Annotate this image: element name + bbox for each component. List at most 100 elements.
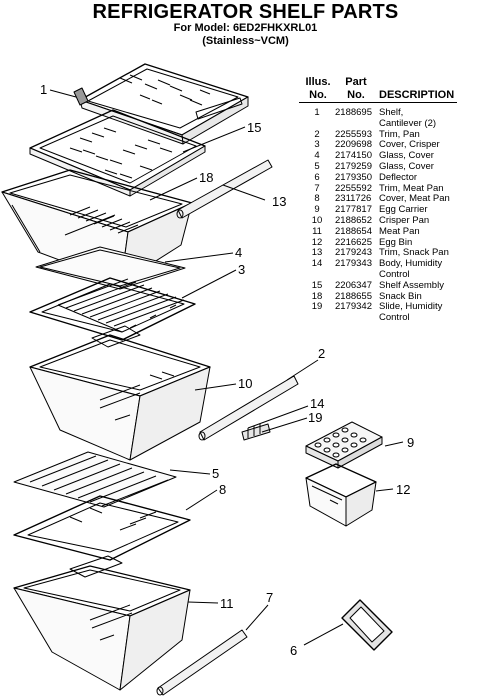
callout-label: 2 — [318, 346, 325, 361]
illus-number: 6 — [314, 171, 320, 183]
callout-label: 1 — [40, 82, 47, 97]
callout-label: 9 — [407, 435, 414, 450]
part-number: 2179343 — [335, 258, 372, 270]
parts-row: 13 2179243 Trim, Snack Pan — [299, 248, 489, 259]
callout-label: 6 — [290, 643, 297, 658]
crisper-cover — [29, 277, 196, 341]
column-header-description: DESCRIPTION — [379, 89, 455, 101]
illus-number: 2 — [314, 128, 320, 140]
illus-number: 12 — [311, 236, 323, 248]
part-number: 2216625 — [335, 236, 372, 248]
part-description: Slide, Humidity Control — [379, 301, 443, 324]
snack-pan-trim — [176, 159, 273, 219]
part-number: 2255593 — [335, 128, 372, 140]
callout-label: 8 — [219, 482, 226, 497]
parts-row: 6 2179350 Deflector — [299, 171, 489, 184]
parts-row: 15 2206347 Shelf Assembly — [299, 279, 489, 292]
part-description: Cover, Crisper — [379, 139, 440, 151]
illus-number: 19 — [311, 301, 323, 313]
egg-carrier — [305, 421, 383, 469]
meat-pan — [13, 555, 191, 691]
column-header-part: Part No. — [345, 76, 367, 101]
part-description: Egg Bin — [379, 236, 413, 248]
callout-label: 15 — [247, 120, 261, 135]
part-number: 2209698 — [335, 139, 372, 151]
part-description: Glass, Cover — [379, 150, 434, 162]
parts-row: 18 2188655 Snack Bin — [299, 290, 489, 303]
parts-row: 1 2188695 Shelf, Cantilever (2) — [299, 107, 489, 130]
parts-row: 14 2179343 Body, Humidity Control — [299, 258, 489, 281]
illus-number: 15 — [311, 279, 323, 291]
part-description: Glass, Cover — [379, 160, 434, 172]
callout-numbers: 1 15 18 13 4 3 2 10 14 19 9 12 5 8 11 7 … — [40, 82, 414, 658]
illus-number: 14 — [311, 258, 323, 270]
illus-number: 11 — [312, 225, 322, 237]
part-description: Shelf Assembly — [379, 279, 444, 291]
part-description: Deflector — [379, 171, 418, 183]
part-number: 2179243 — [335, 247, 372, 259]
illus-number: 4 — [314, 150, 320, 162]
variant-line: (Stainless~VCM) — [202, 35, 289, 47]
callout-label: 3 — [238, 262, 245, 277]
part-number: 2188652 — [335, 214, 372, 226]
part-description: Egg Carrier — [379, 204, 428, 216]
illus-number: 13 — [311, 247, 323, 259]
callout-label: 12 — [396, 482, 410, 497]
callout-label: 7 — [266, 590, 273, 605]
part-description: Crisper Pan — [379, 214, 430, 226]
part-description: Trim, Meat Pan — [379, 182, 444, 194]
crisper-pan — [29, 325, 211, 461]
deflector — [341, 599, 393, 651]
part-number: 2179350 — [335, 171, 372, 183]
cantilever-shelf — [73, 63, 249, 145]
callout-label: 10 — [238, 376, 252, 391]
illus-number: 10 — [311, 214, 323, 226]
part-description: Snack Bin — [379, 290, 422, 302]
meat-pan-trim — [156, 629, 248, 696]
part-description: Trim, Snack Pan — [379, 247, 449, 259]
illus-number: 9 — [314, 204, 320, 216]
part-number: 2311726 — [335, 193, 372, 205]
parts-row: 10 2188652 Crisper Pan — [299, 214, 489, 227]
illus-number: 1 — [314, 107, 320, 118]
parts-row: 11 2188654 Meat Pan — [299, 225, 489, 238]
part-number: 2188654 — [335, 225, 372, 237]
part-number: 2179342 — [335, 301, 372, 313]
illus-number: 18 — [311, 290, 323, 302]
parts-row: 3 2209698 Cover, Crisper — [299, 140, 489, 151]
callout-label: 11 — [220, 596, 234, 611]
callout-label: 18 — [199, 170, 213, 185]
part-number: 2206347 — [335, 279, 372, 291]
callout-label: 19 — [308, 410, 322, 425]
illus-number: 8 — [314, 193, 320, 205]
parts-row: 19 2179342 Slide, Humidity Control — [299, 302, 489, 324]
part-description: Cover, Meat Pan — [379, 193, 450, 205]
illus-number: 7 — [314, 182, 320, 194]
leader-lines — [49, 89, 404, 646]
part-description: Trim, Pan — [379, 128, 420, 140]
humidity-control — [241, 423, 271, 441]
part-number: 2188655 — [335, 290, 372, 302]
meat-pan-cover — [13, 495, 191, 561]
parts-row: 8 2311726 Cover, Meat Pan — [299, 194, 489, 205]
part-description: Shelf, Cantilever (2) — [379, 107, 437, 129]
egg-bin — [305, 463, 377, 527]
page-title: REFRIGERATOR SHELF PARTS — [92, 1, 399, 23]
part-description: Meat Pan — [379, 225, 420, 237]
part-number: 2179259 — [335, 160, 372, 172]
part-number: 2188695 — [335, 107, 372, 118]
parts-row: 12 2216625 Egg Bin — [299, 236, 489, 249]
callout-label: 13 — [272, 194, 286, 209]
part-description: Body, Humidity Control — [379, 258, 443, 280]
model-line: For Model: 6ED2FHKXRL01 — [173, 22, 318, 34]
callout-label: 4 — [235, 245, 242, 260]
illus-number: 3 — [314, 139, 320, 151]
parts-row: 2 2255593 Trim, Pan — [299, 128, 489, 141]
cover-glass-lower — [13, 451, 177, 508]
callout-label: 5 — [212, 466, 219, 481]
